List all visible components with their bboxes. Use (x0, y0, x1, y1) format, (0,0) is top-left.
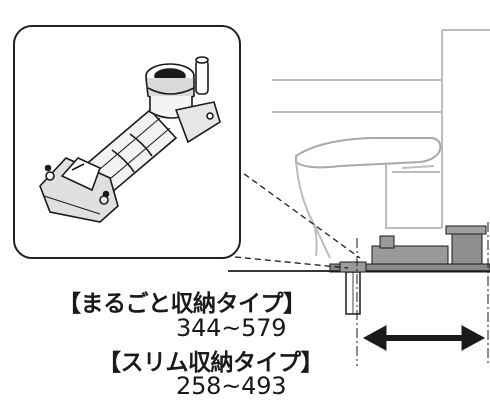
double-headed-arrow-icon (362, 325, 486, 351)
type-whole-label: 【まるごと収納タイプ】 (58, 291, 306, 317)
toilet-fixture-icon (272, 29, 490, 259)
drain-adapter-pipe-icon (39, 56, 221, 223)
center-lines (356, 222, 489, 366)
range-slim-value: 258~493 (176, 372, 287, 400)
type-slim-label: 【スリム収納タイプ】 (98, 350, 324, 376)
leader-lines (224, 167, 361, 269)
range-whole-value: 344~579 (176, 314, 287, 342)
